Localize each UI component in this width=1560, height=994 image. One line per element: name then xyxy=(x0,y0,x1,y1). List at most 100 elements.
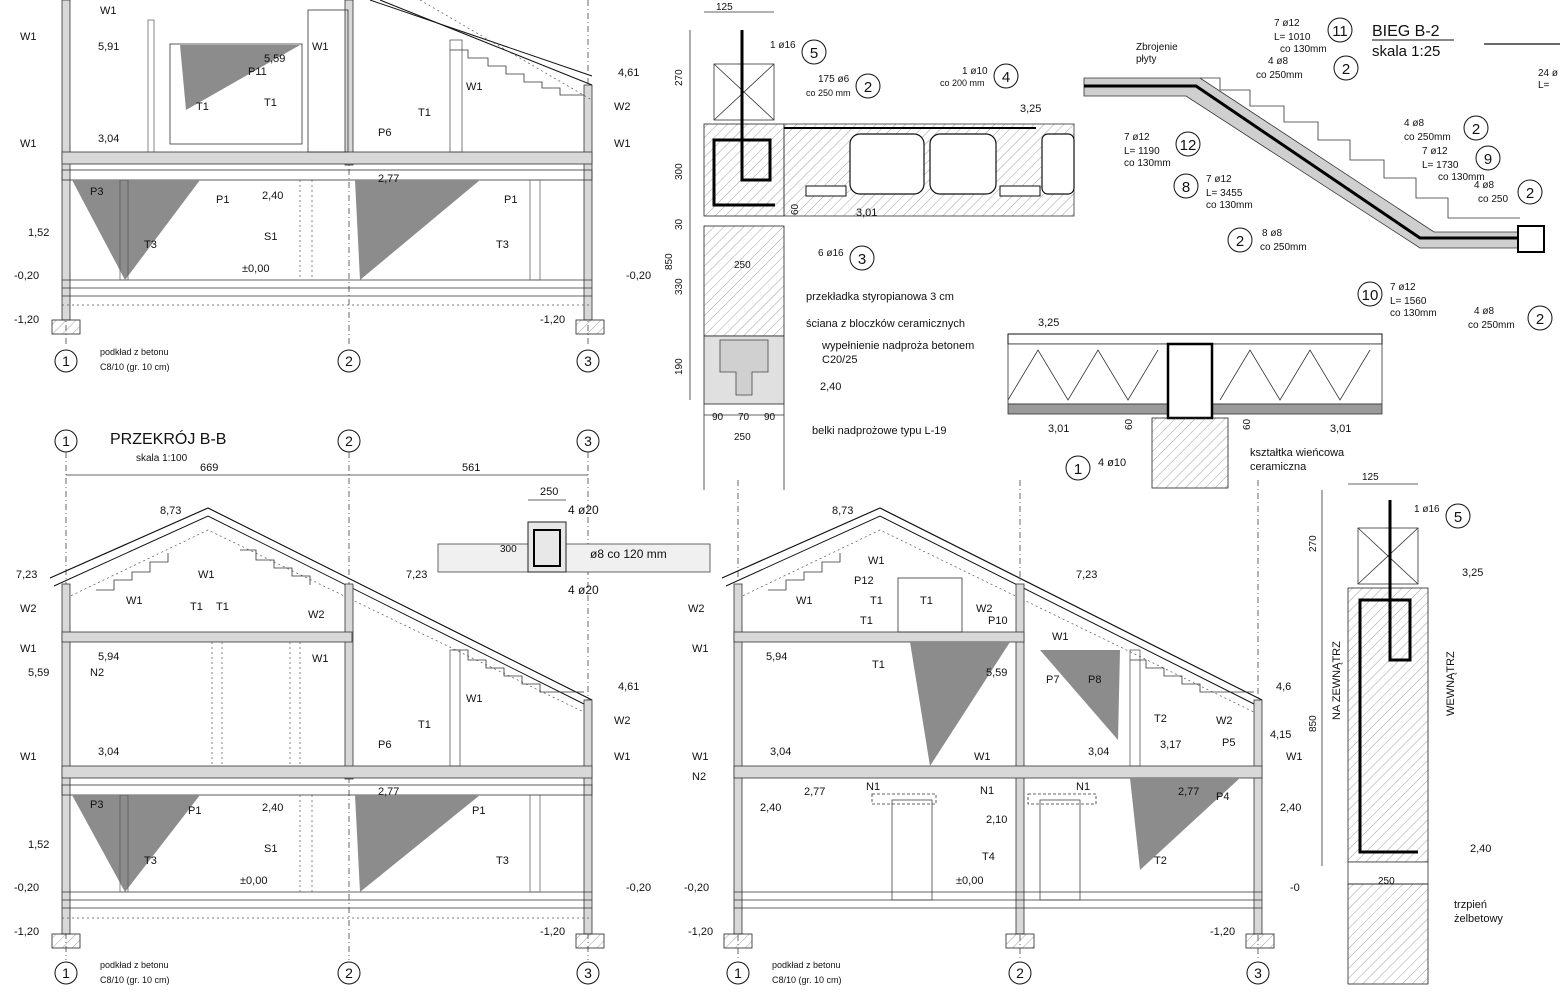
elev-foundation: -1,20 xyxy=(1210,926,1235,938)
bar12-length: L= 1190 xyxy=(1124,146,1160,157)
note-concrete-base-2: C8/10 (gr. 10 cm) xyxy=(100,975,170,985)
elev-2-40: 2,40 xyxy=(262,190,283,202)
section-right: 1 2 3 8,73 7,23 W2 W1 W1 P12 T1 T1 T1 W2… xyxy=(684,480,1303,985)
elev-eave-left: 7,23 xyxy=(16,569,37,581)
elev-ridge: 8,73 xyxy=(160,505,181,517)
label-p12: P12 xyxy=(854,575,874,587)
dimension-561: 561 xyxy=(462,462,480,474)
note-concrete-base-2: C8/10 (gr. 10 cm) xyxy=(100,362,170,372)
elev-zero: ±0,00 xyxy=(240,875,267,887)
label-t1: T1 xyxy=(872,659,885,671)
dim-125: 125 xyxy=(716,2,733,13)
elev-3-01: 3,01 xyxy=(856,207,877,219)
label-t1: T1 xyxy=(860,615,873,627)
label-n1: N1 xyxy=(980,785,994,797)
section-b-b: PRZEKRÓJ B-B skala 1:100 1 2 3 669 561 xyxy=(14,429,651,985)
label-s1: S1 xyxy=(264,843,277,855)
label-t2: T2 xyxy=(1154,713,1167,725)
label-w2: W2 xyxy=(976,603,993,615)
label-w1: W1 xyxy=(20,643,37,655)
bubble-12: 12 xyxy=(1180,137,1197,154)
dim-850: 850 xyxy=(664,253,675,270)
grid-axis-1-label: 1 xyxy=(62,433,70,449)
elev-2-77: 2,77 xyxy=(804,786,825,798)
bar9-length: L= 1730 xyxy=(1422,160,1459,171)
elev-3-01: 3,01 xyxy=(1048,423,1069,435)
bubble-2: 2 xyxy=(1526,185,1534,202)
label-w1: W1 xyxy=(1286,751,1303,763)
bar2-spacing: co 250mm xyxy=(1468,320,1515,331)
label-inside: WEWNĄTRZ xyxy=(1445,651,1457,716)
label-t1: T1 xyxy=(216,601,229,613)
bar11-spacing: co 130mm xyxy=(1280,44,1327,55)
elev-knee: 4,6 xyxy=(1276,681,1291,693)
stair-note-2: płyty xyxy=(1136,54,1157,65)
label-p1: P1 xyxy=(188,805,201,817)
elev-3-25: 3,25 xyxy=(1038,317,1059,329)
elev-foundation: -1,20 xyxy=(14,926,39,938)
bar2-spacing: co 250mm xyxy=(1260,242,1307,253)
elev-ground: -0,20 xyxy=(684,882,709,894)
bar8-spacing: co 130mm xyxy=(1206,200,1253,211)
label-p4: P4 xyxy=(1216,791,1229,803)
section-title: PRZEKRÓJ B-B xyxy=(110,429,226,448)
label-w1: W1 xyxy=(100,5,117,17)
label-t1: T1 xyxy=(264,97,277,109)
grid-axis-1-label: 1 xyxy=(734,965,742,981)
label-t3: T3 xyxy=(144,239,157,251)
note-concrete-base-1: podkład z betonu xyxy=(100,960,169,970)
dimension-669: 669 xyxy=(200,462,218,474)
col-dim-250: 250 xyxy=(1378,876,1395,887)
legend-lintel-fill: wypełnienie nadproża betonem xyxy=(821,340,974,352)
elev-2-77: 2,77 xyxy=(1178,786,1199,798)
elev-2-77: 2,77 xyxy=(378,786,399,798)
grid-axis-3-label: 3 xyxy=(584,433,592,449)
label-w1: W1 xyxy=(20,31,37,43)
bar10-spacing: co 130mm xyxy=(1390,308,1437,319)
rebar-4a: 1 ø10 xyxy=(962,66,988,77)
label-t1: T1 xyxy=(418,719,431,731)
elev-3-04: 3,04 xyxy=(98,746,119,758)
bar11-length: L= 1010 xyxy=(1274,32,1311,43)
elev-1-52: 1,52 xyxy=(28,839,49,851)
elev-5-59: 5,59 xyxy=(264,53,285,65)
grid-axis-2-label: 2 xyxy=(345,965,353,981)
bar2-spacing: co 250 xyxy=(1478,194,1508,205)
elev-ground: -0,20 xyxy=(14,882,39,894)
label-w1: W1 xyxy=(614,138,631,150)
label-n2: N2 xyxy=(692,771,706,783)
bar2-spacing: co 250mm xyxy=(1256,70,1303,81)
elev-3-25: 3,25 xyxy=(1462,567,1483,579)
elev-3-25: 3,25 xyxy=(1020,103,1041,115)
dim-30: 30 xyxy=(674,218,685,230)
label-p3: P3 xyxy=(90,186,103,198)
label-w2: W2 xyxy=(614,101,631,113)
elev-ground: -0,20 xyxy=(14,270,39,282)
bubble-8: 8 xyxy=(1182,179,1190,196)
elev-5-59: 5,59 xyxy=(986,667,1007,679)
beam-width: 250 xyxy=(540,486,558,498)
elev-ground: -0,20 xyxy=(626,270,651,282)
bar2-count: 4 ø8 xyxy=(1404,118,1424,129)
elev-2-40: 2,40 xyxy=(1470,843,1491,855)
label-t2: T2 xyxy=(1154,855,1167,867)
dim-250: 250 xyxy=(734,260,751,271)
label-w1: W1 xyxy=(466,81,483,93)
bubble-11: 11 xyxy=(1332,23,1348,40)
legend-concrete-class: C20/25 xyxy=(822,354,857,366)
label-w1: W1 xyxy=(312,41,329,53)
elev-eave: 7,23 xyxy=(1076,569,1097,581)
elev-foundation: -1,20 xyxy=(540,926,565,938)
label-w1: W1 xyxy=(198,569,215,581)
elev-3-04: 3,04 xyxy=(98,133,119,145)
column-detail: 125 270 850 5 1 ø16 3,25 2,40 NA ZEWNĄTR… xyxy=(1308,472,1503,985)
col-dim-125: 125 xyxy=(1362,472,1379,483)
label-w2: W2 xyxy=(1216,715,1233,727)
beam-bottom-bars: 4 ø20 xyxy=(568,583,599,597)
elev-zero: ±0,00 xyxy=(956,875,983,887)
bubble-10: 10 xyxy=(1362,287,1379,304)
elev-4-15: 4,15 xyxy=(1270,729,1291,741)
label-w2: W2 xyxy=(614,715,631,727)
label-n1: N1 xyxy=(866,781,880,793)
dim-60: 60 xyxy=(790,203,801,215)
